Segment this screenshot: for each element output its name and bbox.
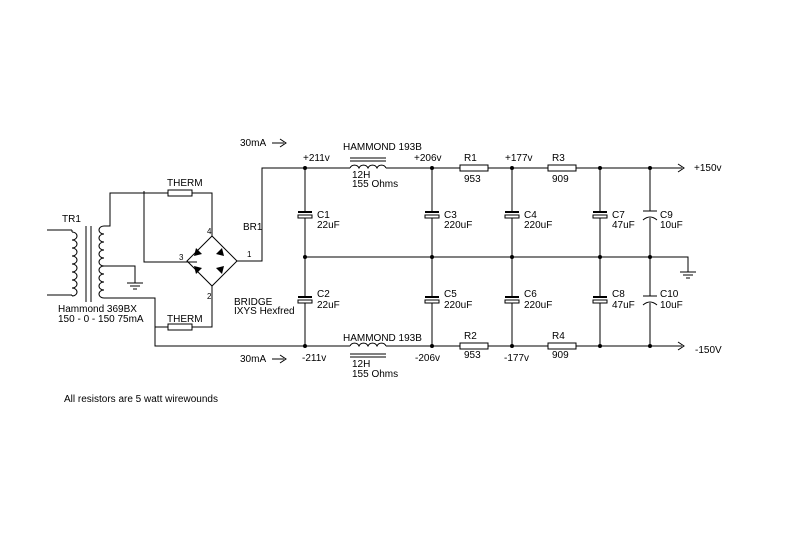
- capacitor-c4: [504, 211, 520, 219]
- ground-icon: [680, 271, 696, 279]
- thermistor-bottom-label: THERM: [167, 314, 203, 325]
- capacitor-c1: [297, 211, 313, 219]
- transformer-secondary-winding: [98, 225, 105, 299]
- capacitor-c2-value: 22uF: [317, 300, 340, 311]
- capacitor-c7-ref: C7: [612, 210, 625, 221]
- bridge-ref-label: BR1: [243, 222, 263, 233]
- capacitor-c7-value: 47uF: [612, 220, 635, 231]
- thermistor-top-label: THERM: [167, 178, 203, 189]
- capacitor-c4-ref: C4: [524, 210, 537, 221]
- resistor-r4: [547, 342, 577, 350]
- current-arrow-top: 30mA: [240, 138, 287, 149]
- transformer-rating-label: 150 - 0 - 150 75mA: [58, 314, 144, 325]
- transformer-primary-winding: [71, 231, 78, 297]
- resistor-r1-ref: R1: [464, 153, 477, 164]
- capacitor-c6-ref: C6: [524, 289, 537, 300]
- capacitor-c10: [642, 295, 658, 306]
- choke-top: HAMMOND 193B 12H 155 Ohms: [343, 142, 422, 190]
- bridge-pin-2: 2: [207, 292, 212, 301]
- thermistor-top: THERM: [167, 178, 213, 230]
- capacitor-c9: [642, 210, 658, 221]
- choke-top-model: HAMMOND 193B: [343, 142, 422, 153]
- resistor-r4-ref: R4: [552, 331, 565, 342]
- choke-top-resistance: 155 Ohms: [352, 179, 398, 190]
- capacitor-c1-value: 22uF: [317, 220, 340, 231]
- capacitor-c2: [297, 296, 313, 304]
- voltage-label: -150V: [695, 345, 722, 356]
- resistor-r3: [547, 164, 577, 172]
- junction-dots: [303, 166, 652, 348]
- ground-icon: [127, 282, 143, 290]
- capacitor-c3-value: 220uF: [444, 220, 472, 231]
- resistor-r4-value: 909: [552, 350, 569, 361]
- bridge-rectifier-br1: 4 1 3 2 BR1 BRIDGE IXYS Hexfred: [179, 222, 295, 317]
- capacitor-c6: [504, 296, 520, 304]
- capacitor-c9-ref: C9: [660, 210, 673, 221]
- choke-bottom-resistance: 155 Ohms: [352, 369, 398, 380]
- capacitor-c3: [424, 211, 440, 219]
- diode-icon: [194, 266, 202, 274]
- capacitor-c8-value: 47uF: [612, 300, 635, 311]
- resistor-r3-ref: R3: [552, 153, 565, 164]
- bridge-part-label: IXYS Hexfred: [234, 306, 295, 317]
- capacitor-c6-value: 220uF: [524, 300, 552, 311]
- bridge-pin-3: 3: [179, 253, 184, 262]
- resistor-r2-value: 953: [464, 350, 481, 361]
- capacitor-c2-ref: C2: [317, 289, 330, 300]
- current-label-top: 30mA: [240, 138, 266, 149]
- resistor-r2: [459, 342, 489, 350]
- capacitor-c7: [592, 211, 608, 219]
- bridge-pin-4: 4: [207, 227, 212, 236]
- resistor-r3-value: 909: [552, 174, 569, 185]
- current-arrow-bottom: 30mA: [240, 354, 287, 365]
- capacitor-c10-ref: C10: [660, 289, 679, 300]
- voltage-label: -177v: [504, 353, 529, 364]
- transformer-tr1: TR1 Hammond 369BX 150 - 0 - 150 75mA: [47, 214, 144, 325]
- voltage-label: +150v: [694, 163, 722, 174]
- bridge-type-label: BRIDGE: [234, 297, 273, 308]
- capacitor-c10-value: 10uF: [660, 300, 683, 311]
- capacitor-c8-ref: C8: [612, 289, 625, 300]
- capacitor-c5-value: 220uF: [444, 300, 472, 311]
- capacitor-c4-value: 220uF: [524, 220, 552, 231]
- voltage-label: -206v: [415, 353, 440, 364]
- choke-top-inductance: 12H: [352, 170, 370, 181]
- resistor-r1: [459, 164, 489, 172]
- voltage-label: +206v: [414, 153, 442, 164]
- capacitor-c3-ref: C3: [444, 210, 457, 221]
- output-arrow-top: [670, 163, 685, 173]
- resistor-r1-value: 953: [464, 174, 481, 185]
- current-label-bottom: 30mA: [240, 354, 266, 365]
- capacitor-c5-ref: C5: [444, 289, 457, 300]
- voltage-label: -211v: [302, 353, 326, 364]
- transformer-model-label: Hammond 369BX: [58, 304, 137, 315]
- transformer-ref-label: TR1: [62, 214, 81, 225]
- choke-bottom-inductance: 12H: [352, 359, 370, 370]
- voltage-label: +177v: [505, 153, 533, 164]
- choke-bottom-model: HAMMOND 193B: [343, 333, 422, 344]
- output-arrow-bottom: [670, 341, 685, 351]
- capacitor-c9-value: 10uF: [660, 220, 683, 231]
- schematic-note: All resistors are 5 watt wirewounds: [64, 394, 218, 405]
- diode-icon: [216, 248, 224, 256]
- choke-bottom: HAMMOND 193B 12H 155 Ohms: [343, 333, 422, 380]
- voltage-label: +211v: [303, 153, 330, 164]
- diode-icon: [194, 248, 202, 256]
- diode-icon: [216, 266, 224, 274]
- resistor-r2-ref: R2: [464, 331, 477, 342]
- capacitor-c5: [424, 296, 440, 304]
- capacitor-c1-ref: C1: [317, 210, 330, 221]
- bridge-pin-1: 1: [247, 250, 252, 259]
- capacitor-c8: [592, 296, 608, 304]
- thermistor-bottom: THERM: [155, 292, 213, 331]
